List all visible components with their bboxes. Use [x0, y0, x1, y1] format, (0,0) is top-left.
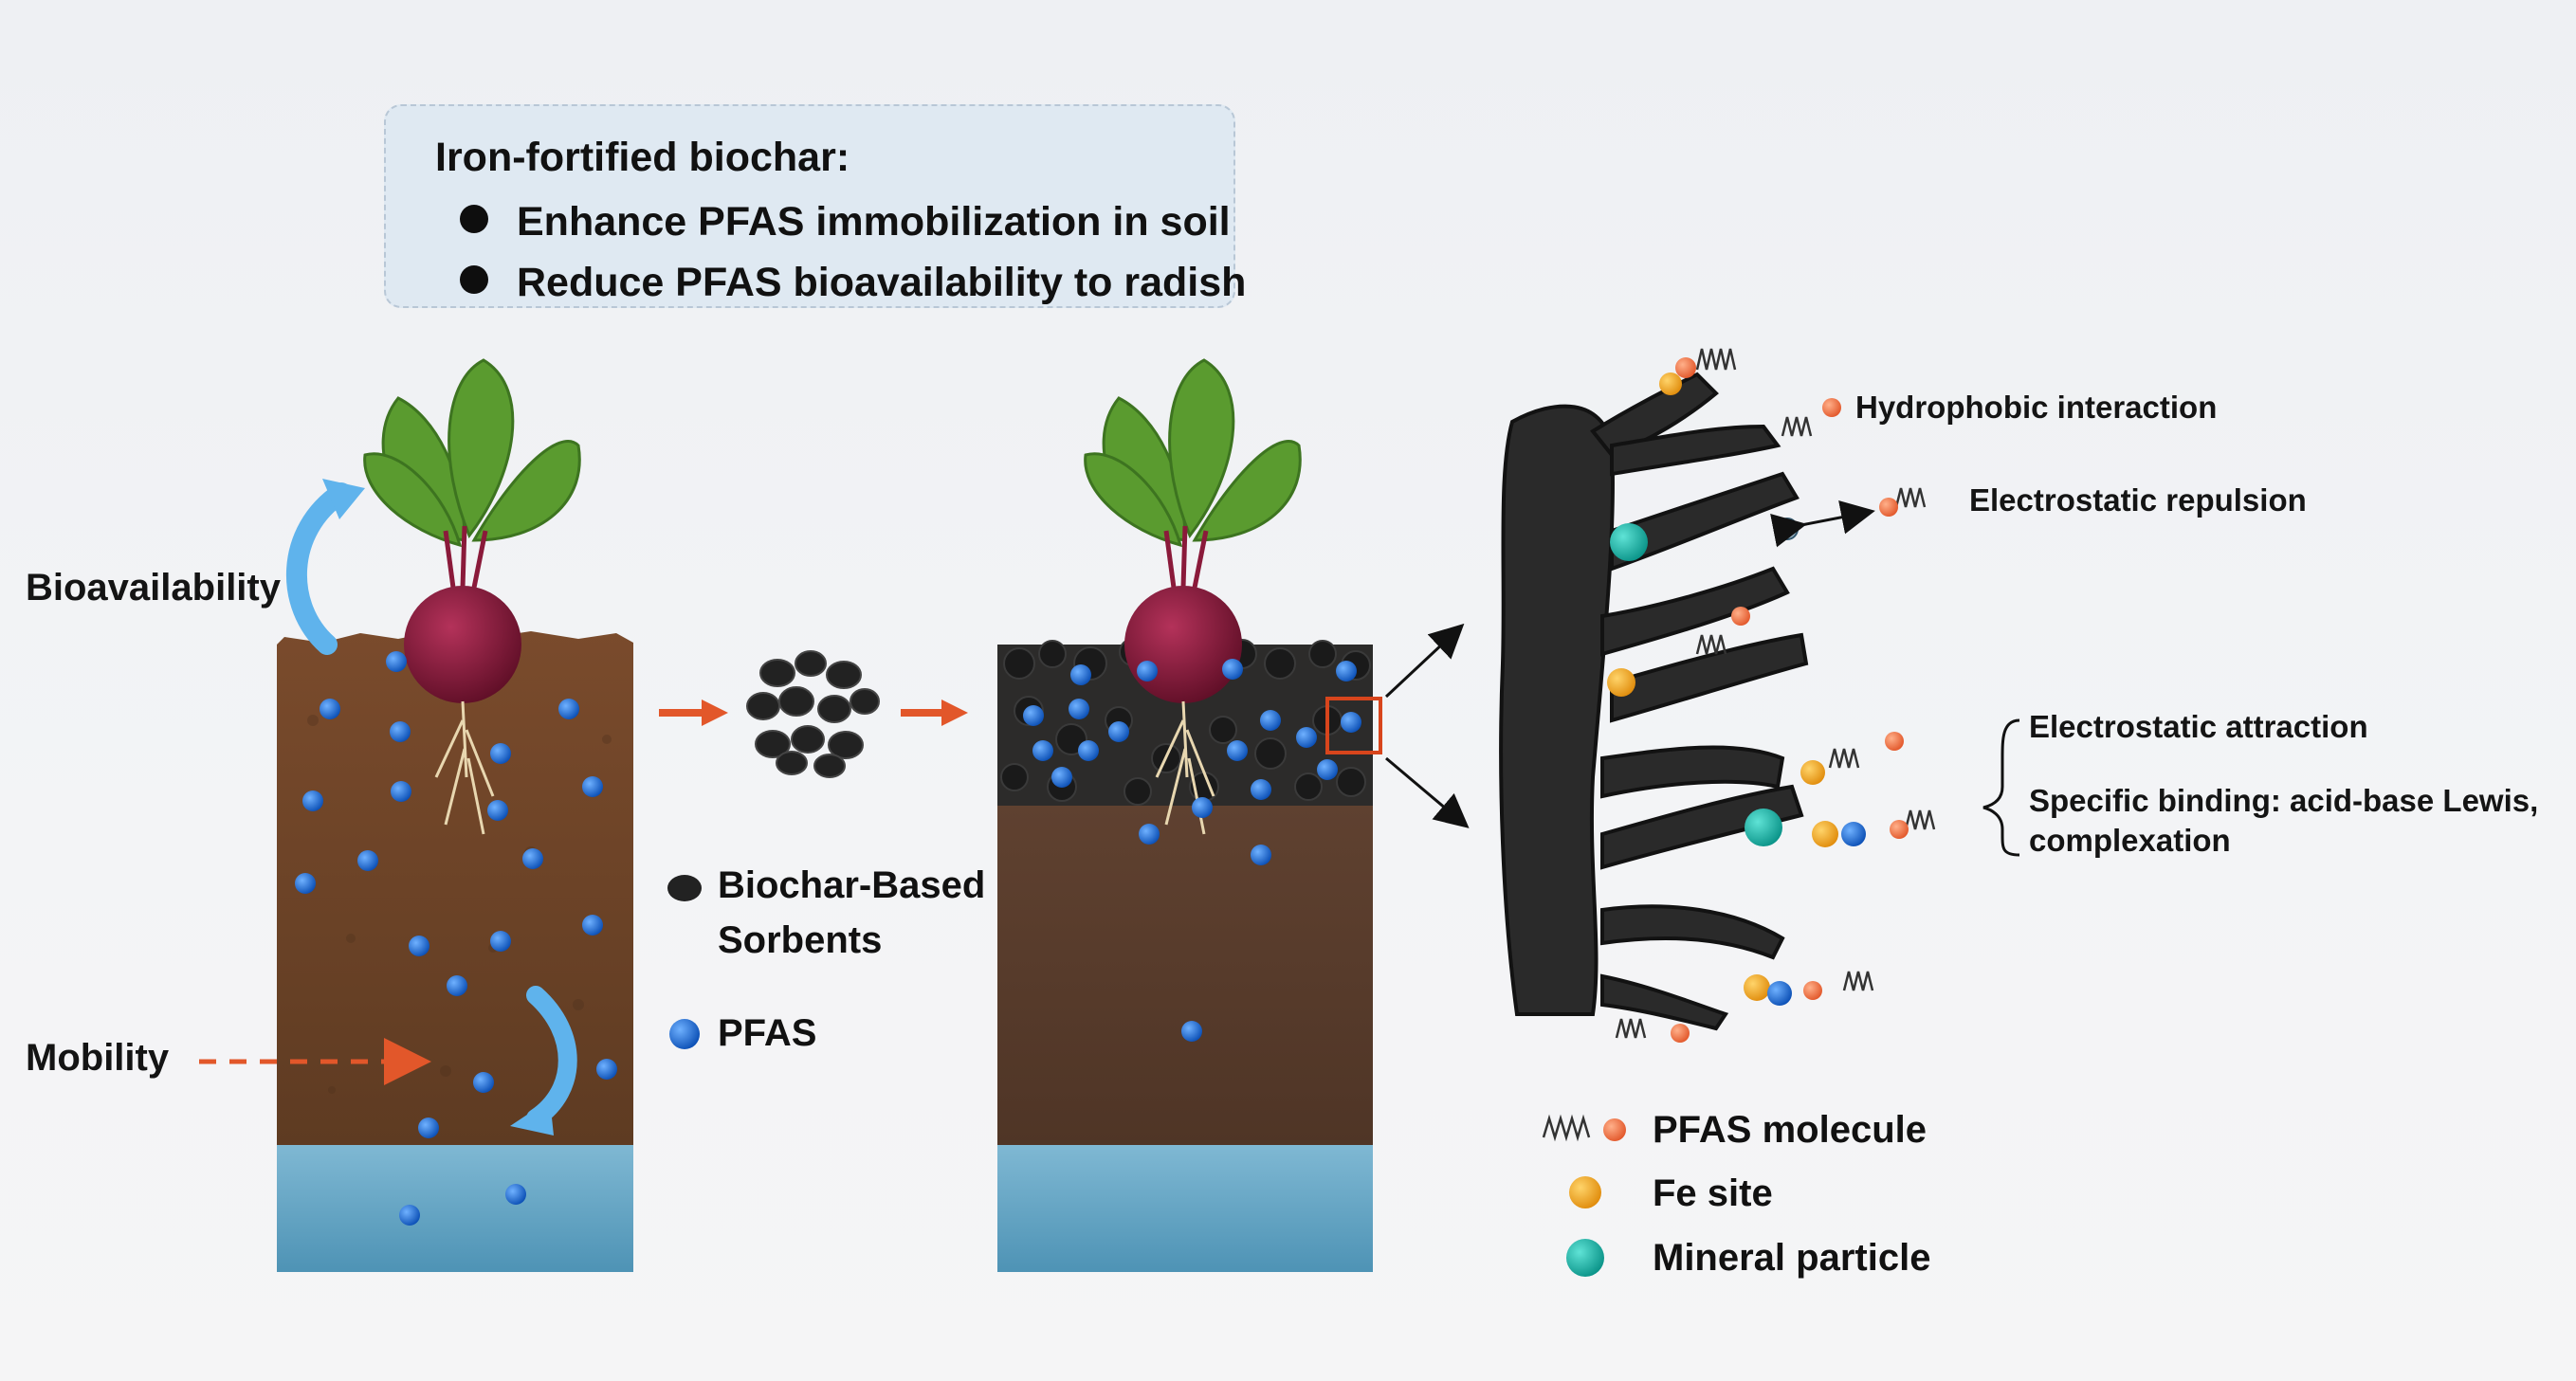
- pfas-dot: [1296, 727, 1317, 748]
- pfas-dot: [1341, 712, 1361, 733]
- pfas-dot: [1051, 767, 1072, 788]
- pfas-dot: [1023, 705, 1044, 726]
- pfas-dot: [409, 936, 429, 956]
- pfas-dot: [302, 790, 323, 811]
- brace: [1982, 718, 2020, 857]
- pfas-dot: [487, 800, 508, 821]
- pfas-molecule-legend: PFAS molecule: [1653, 1109, 1927, 1151]
- pfas-dot: [390, 721, 411, 742]
- pfas-legend-label: PFAS: [718, 1012, 817, 1054]
- pfas-dot: [295, 873, 316, 894]
- pfas-dots: [295, 651, 1361, 1226]
- pfas-dot: [1108, 721, 1129, 742]
- pfas-dot: [320, 699, 340, 719]
- radish-icon: [1084, 358, 1302, 835]
- hydrophobic-label: Hydrophobic interaction: [1855, 390, 2218, 425]
- info-box-title: Iron-fortified biochar:: [435, 135, 850, 180]
- right-soil-column: [997, 638, 1373, 1272]
- biochar-pile-icon: [746, 650, 880, 778]
- biochar-legend-line1: Biochar-Based: [718, 864, 986, 906]
- pfas-dot: [582, 776, 603, 797]
- info-bullet-1: Enhance PFAS immobilization in soil: [460, 199, 1231, 245]
- left-water-layer: [277, 1145, 633, 1272]
- bioavailability-arrow: [285, 482, 352, 655]
- left-soil-column: [277, 629, 633, 1272]
- pfas-dot: [1260, 710, 1281, 731]
- pfas-dot: [447, 975, 467, 996]
- info-bullet-2: Reduce PFAS bioavailability to radish: [460, 260, 1246, 306]
- pfas-dot: [386, 651, 407, 672]
- mobility-label: Mobility: [26, 1037, 170, 1079]
- pfas-dot: [490, 743, 511, 764]
- bullet-dot-icon: [460, 265, 488, 294]
- pfas-dot: [473, 1072, 494, 1093]
- pfas-dot: [1181, 1021, 1202, 1042]
- mineral-particle-legend: Mineral particle: [1653, 1237, 1931, 1279]
- info-bullet-2-text: Reduce PFAS bioavailability to radish: [517, 260, 1247, 305]
- pfas-dot: [558, 699, 579, 719]
- pfas-molecule-icon: [1615, 348, 1936, 1039]
- info-box: Iron-fortified biochar: Enhance PFAS imm…: [384, 104, 1246, 308]
- pfas-dot: [1251, 845, 1271, 865]
- pfas-dot: [1078, 740, 1099, 761]
- magnifier-box-icon: [1325, 697, 1382, 754]
- pfas-dot: [1139, 824, 1160, 845]
- fe-site-icon: [1569, 1176, 1601, 1208]
- pfas-dot: [1251, 779, 1271, 800]
- mineral-particle-icon: [1610, 523, 1782, 846]
- radish-icon: [363, 358, 581, 835]
- pfas-dot: [490, 931, 511, 952]
- pfas-legend-icon: [669, 1019, 700, 1049]
- biochar-legend-line2: Sorbents: [718, 919, 883, 961]
- right-water-layer: [997, 1145, 1373, 1272]
- bullet-dot-icon: [460, 205, 488, 233]
- bioavailability-label: Bioavailability: [26, 567, 281, 609]
- pfas-dot: [1032, 740, 1053, 761]
- pfas-dot: [596, 1059, 617, 1080]
- pfas-dot: [1317, 759, 1338, 780]
- pfas-dot: [357, 850, 378, 871]
- pfas-dot: [582, 915, 603, 936]
- specific-binding-line2: complexation: [2029, 823, 2231, 858]
- specific-binding-line1: Specific binding: acid-base Lewis,: [2029, 783, 2539, 818]
- pfas-dot: [505, 1184, 526, 1205]
- pfas-dot: [1222, 659, 1243, 680]
- fe-site-legend: Fe site: [1653, 1172, 1773, 1214]
- info-bullet-1-text: Enhance PFAS immobilization in soil: [517, 199, 1231, 245]
- mineral-particle-icon: [1566, 1239, 1604, 1277]
- pfas-dot: [399, 1205, 420, 1226]
- fe-site-icon: [1607, 373, 1838, 1001]
- repulsion-label: Electrostatic repulsion: [1969, 482, 2307, 518]
- pfas-molecule-icon: [1542, 1114, 1591, 1142]
- pfas-dot: [1336, 661, 1357, 681]
- pfas-dot: [1192, 797, 1213, 818]
- pfas-dot: [418, 1118, 439, 1138]
- biochar-legend-icon: [667, 875, 702, 901]
- pfas-charge-icons: [1671, 357, 1909, 1043]
- attraction-label: Electrostatic attraction: [2029, 709, 2368, 744]
- pfas-dot: [522, 848, 543, 869]
- biochar-structure-icon: [1499, 372, 1809, 1031]
- pfas-dot: [391, 781, 411, 802]
- repulsion-arrow: [1770, 500, 1875, 548]
- pfas-dot: [1227, 740, 1248, 761]
- pfas-dot: [1069, 699, 1089, 719]
- pfas-dot: [1070, 664, 1091, 685]
- pfas-dot: [1137, 661, 1158, 681]
